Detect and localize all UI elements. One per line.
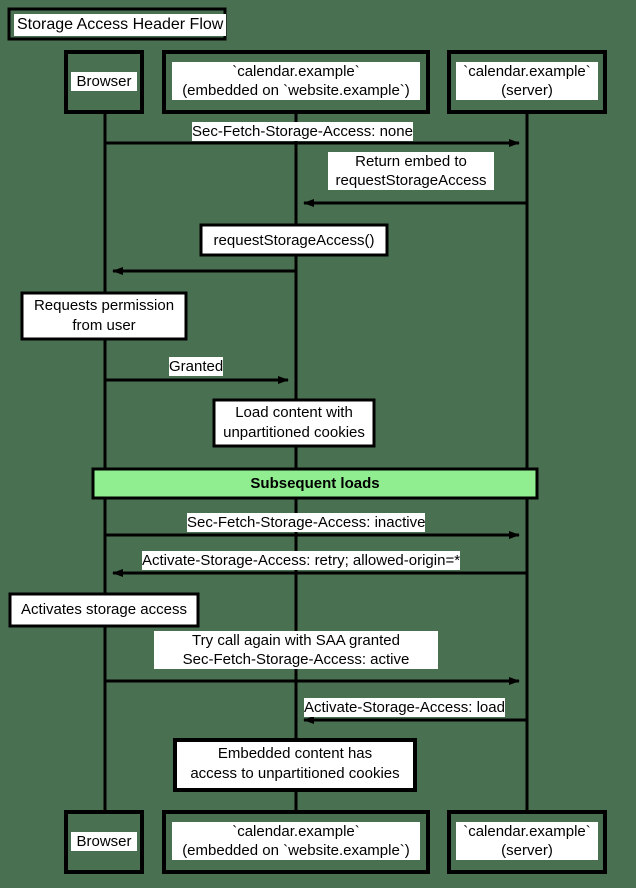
note-label-embedded-content-line2: access to unpartitioned cookies [179,764,411,784]
participant-label-embed-top-line1: `calendar.example` [172,62,420,81]
message-label-8: Activate-Storage-Access: load [304,698,505,717]
participant-label-embed-bottom: `calendar.example` (embedded on `website… [172,822,420,860]
participant-label-embed-top-line2: (embedded on `website.example`) [172,81,420,100]
message-label-7-line2: Sec-Fetch-Storage-Access: active [154,650,438,669]
message-label-5: Sec-Fetch-Storage-Access: inactive [187,513,426,532]
participant-label-server-top-line2: (server) [456,81,598,100]
note-label-requests-permission-line2: from user [26,316,182,336]
participant-box-server-bottom [447,810,607,874]
participant-box-browser-top [64,50,144,114]
participant-label-server-top-line1: `calendar.example` [456,62,598,81]
message-label-7: Try call again with SAA granted Sec-Fetc… [154,631,438,669]
participant-label-server-top: `calendar.example` (server) [456,62,598,100]
note-label-load-content-line2: unpartitioned cookies [218,423,370,443]
participant-box-embed-top [162,50,430,114]
note-label-load-content-line1: Load content with [218,403,370,423]
participant-label-browser-bottom: Browser [71,832,137,851]
participant-label-embed-bottom-line2: (embedded on `website.example`) [172,841,420,860]
message-label-4: Granted [169,357,224,376]
participant-label-server-bottom: `calendar.example` (server) [456,822,598,860]
note-label-request-storage-access: requestStorageAccess() [206,231,382,251]
participant-box-browser-bottom [64,810,144,874]
message-label-2-line2: requestStorageAccess [328,171,494,190]
block-subsequent-loads [91,467,539,500]
participant-label-embed-top: `calendar.example` (embedded on `website… [172,62,420,100]
message-label-2: Return embed to requestStorageAccess [328,152,494,190]
participant-label-embed-bottom-line1: `calendar.example` [172,822,420,841]
note-label-requests-permission: Requests permission from user [26,296,182,336]
participant-box-server-top [447,50,607,114]
note-label-load-content: Load content with unpartitioned cookies [218,403,370,443]
message-label-2-line1: Return embed to [328,152,494,171]
participant-label-server-bottom-line2: (server) [456,841,598,860]
note-label-activates-storage-access: Activates storage access [14,600,194,620]
message-label-6: Activate-Storage-Access: retry; allowed-… [142,551,461,570]
participant-label-server-bottom-line1: `calendar.example` [456,822,598,841]
participant-label-browser-top: Browser [71,72,137,91]
note-label-embedded-content-line1: Embedded content has [179,744,411,764]
message-label-7-line1: Try call again with SAA granted [154,631,438,650]
participant-box-embed-bottom [162,810,430,874]
diagram-title: Storage Access Header Flow [14,14,227,36]
note-label-requests-permission-line1: Requests permission [26,296,182,316]
message-label-1: Sec-Fetch-Storage-Access: none [192,122,413,141]
block-label-subsequent-loads: Subsequent loads [250,475,380,492]
note-label-embedded-content: Embedded content has access to unpartiti… [179,744,411,784]
